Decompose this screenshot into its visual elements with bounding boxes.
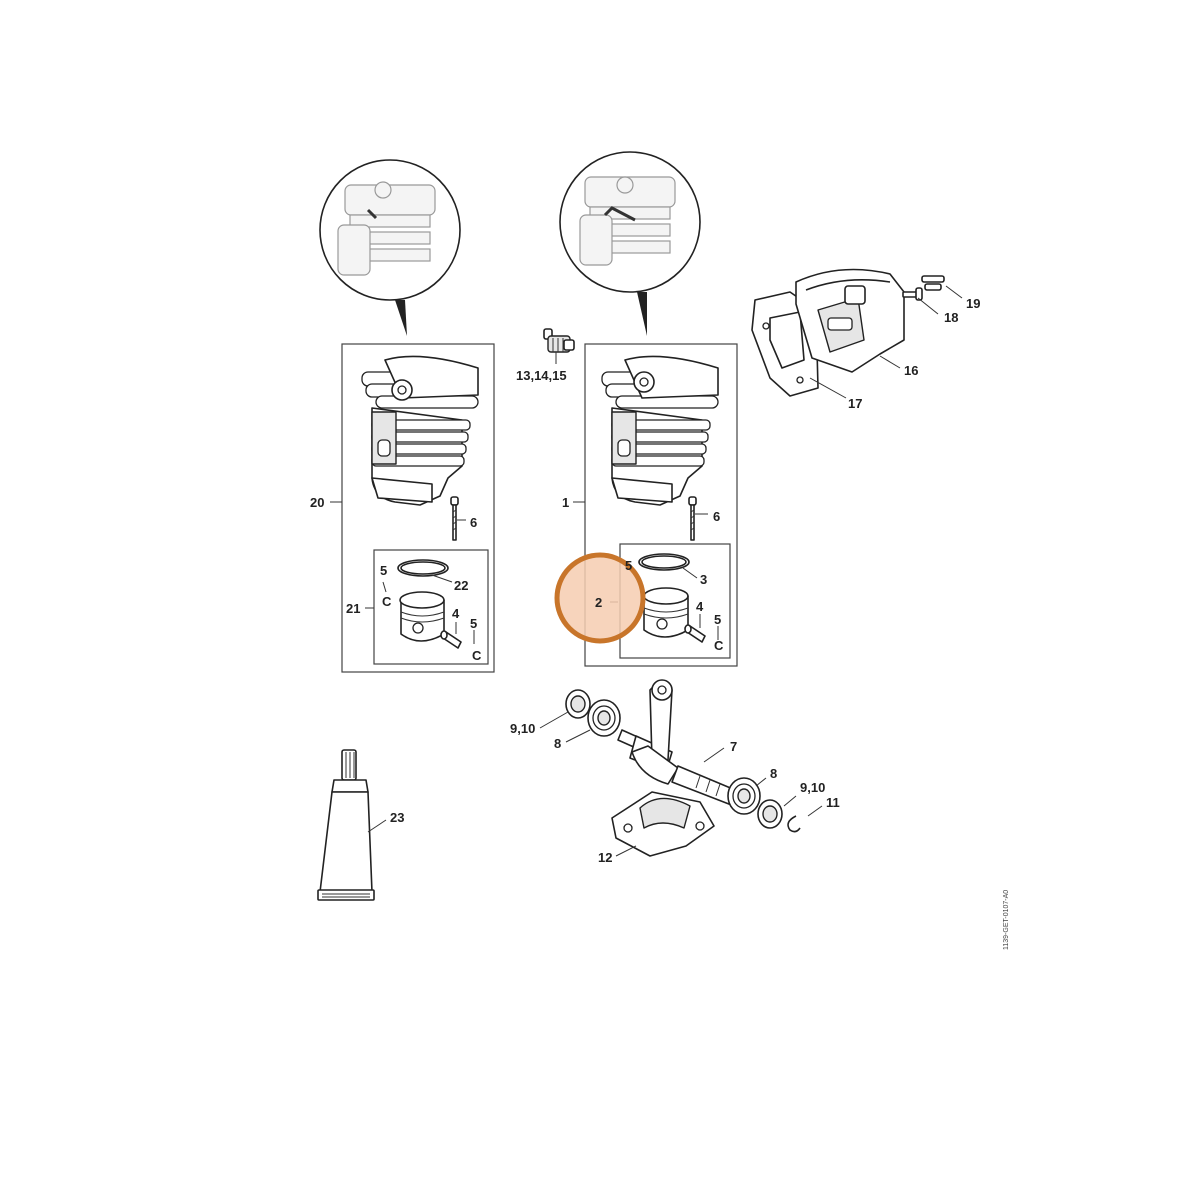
callout-20[interactable]: 20 xyxy=(310,495,324,510)
detail-magnifier-left xyxy=(319,159,461,336)
callout-8-right[interactable]: 8 xyxy=(770,766,777,781)
circlip[interactable] xyxy=(787,815,801,833)
muffler-clip[interactable] xyxy=(921,275,945,291)
ball-bearing-right[interactable] xyxy=(727,777,761,815)
callout-9-10-left[interactable]: 9,10 xyxy=(510,721,535,736)
callout-6-right[interactable]: 6 xyxy=(713,509,720,524)
cylinder-right[interactable] xyxy=(601,355,719,506)
cylinder-left[interactable] xyxy=(361,355,479,506)
highlight-marker[interactable] xyxy=(554,552,646,644)
callout-19[interactable]: 19 xyxy=(966,296,980,311)
piston-right[interactable] xyxy=(643,587,689,638)
callout-13-14-15[interactable]: 13,14,15 xyxy=(516,368,567,383)
callout-labels: 20 1 6 6 5 22 21 4 5 5 3 4 5 2 13,14,15 … xyxy=(310,296,980,865)
callout-5-left-top[interactable]: 5 xyxy=(380,563,387,578)
muffler[interactable] xyxy=(795,268,905,373)
svg-text:C: C xyxy=(382,594,392,609)
callout-5-right-bottom[interactable]: 5 xyxy=(714,612,721,627)
crankcase-half[interactable] xyxy=(611,791,715,857)
leader-lines xyxy=(330,285,963,857)
detail-magnifier-right xyxy=(559,151,701,336)
callout-5-left-bottom[interactable]: 5 xyxy=(470,616,477,631)
callout-5-right-top[interactable]: 5 xyxy=(625,558,632,573)
piston-ring-right[interactable] xyxy=(638,553,690,571)
screw-right[interactable] xyxy=(688,496,697,541)
callout-11[interactable]: 11 xyxy=(826,795,840,810)
grease-tube[interactable] xyxy=(317,749,375,901)
piston-box-21 xyxy=(373,549,489,665)
callout-8-left[interactable]: 8 xyxy=(554,736,561,751)
piston-pin-right[interactable] xyxy=(684,624,706,643)
callout-6-left[interactable]: 6 xyxy=(470,515,477,530)
assembly-box-20 xyxy=(341,343,495,673)
piston-ring-left[interactable] xyxy=(397,559,449,577)
callout-16[interactable]: 16 xyxy=(904,363,918,378)
callout-22[interactable]: 22 xyxy=(454,578,468,593)
spark-plug[interactable] xyxy=(543,328,575,353)
oil-seal-left[interactable] xyxy=(565,689,591,719)
callout-23[interactable]: 23 xyxy=(390,810,404,825)
callout-18[interactable]: 18 xyxy=(944,310,958,325)
muffler-screw[interactable] xyxy=(902,287,923,301)
callout-2[interactable]: 2 xyxy=(595,595,602,610)
callout-7[interactable]: 7 xyxy=(730,739,737,754)
callout-4-left[interactable]: 4 xyxy=(452,606,460,621)
svg-text:C: C xyxy=(714,638,724,653)
svg-text:C: C xyxy=(472,648,482,663)
piston-left[interactable] xyxy=(399,591,445,642)
callout-3[interactable]: 3 xyxy=(700,572,707,587)
callout-9-10-right[interactable]: 9,10 xyxy=(800,780,825,795)
callout-17[interactable]: 17 xyxy=(848,396,862,411)
oil-seal-right[interactable] xyxy=(757,799,783,829)
callout-21[interactable]: 21 xyxy=(346,601,360,616)
callout-12[interactable]: 12 xyxy=(598,850,612,865)
assembly-box-1 xyxy=(584,343,738,667)
piston-pin-left[interactable] xyxy=(440,630,462,649)
screw-left[interactable] xyxy=(450,496,459,541)
callout-1[interactable]: 1 xyxy=(562,495,569,510)
callout-4-right[interactable]: 4 xyxy=(696,599,704,614)
ball-bearing-left[interactable] xyxy=(587,699,621,737)
reference-code: 1139-GET-0107-A0 xyxy=(1003,890,1010,950)
crankshaft[interactable] xyxy=(617,679,741,807)
